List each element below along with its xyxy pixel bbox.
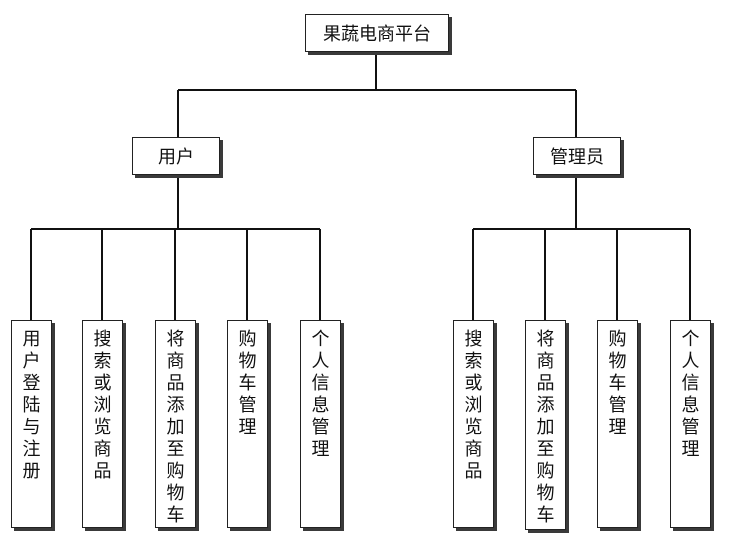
user-child-cart-management: 购物车管理 xyxy=(227,320,268,528)
admin-child-search-browse: 搜索或浏览商品 xyxy=(453,320,494,528)
user-node: 用户 xyxy=(132,137,220,175)
admin-node: 管理员 xyxy=(533,137,621,175)
user-child-profile-management: 个人信息管理 xyxy=(300,320,341,528)
admin-child-cart-management: 购物车管理 xyxy=(597,320,638,528)
user-child-add-to-cart: 将商品添加至购物车 xyxy=(155,320,196,528)
root-node: 果蔬电商平台 xyxy=(305,14,449,52)
root-label: 果蔬电商平台 xyxy=(323,24,431,45)
user-child-search-browse: 搜索或浏览商品 xyxy=(82,320,123,528)
user-label: 用户 xyxy=(158,147,194,168)
admin-child-profile-management: 个人信息管理 xyxy=(670,320,711,528)
admin-child-add-to-cart: 将商品添加至购物车 xyxy=(525,320,566,530)
admin-label: 管理员 xyxy=(550,147,604,168)
user-child-login-register: 用户登陆与注册 xyxy=(11,320,52,528)
